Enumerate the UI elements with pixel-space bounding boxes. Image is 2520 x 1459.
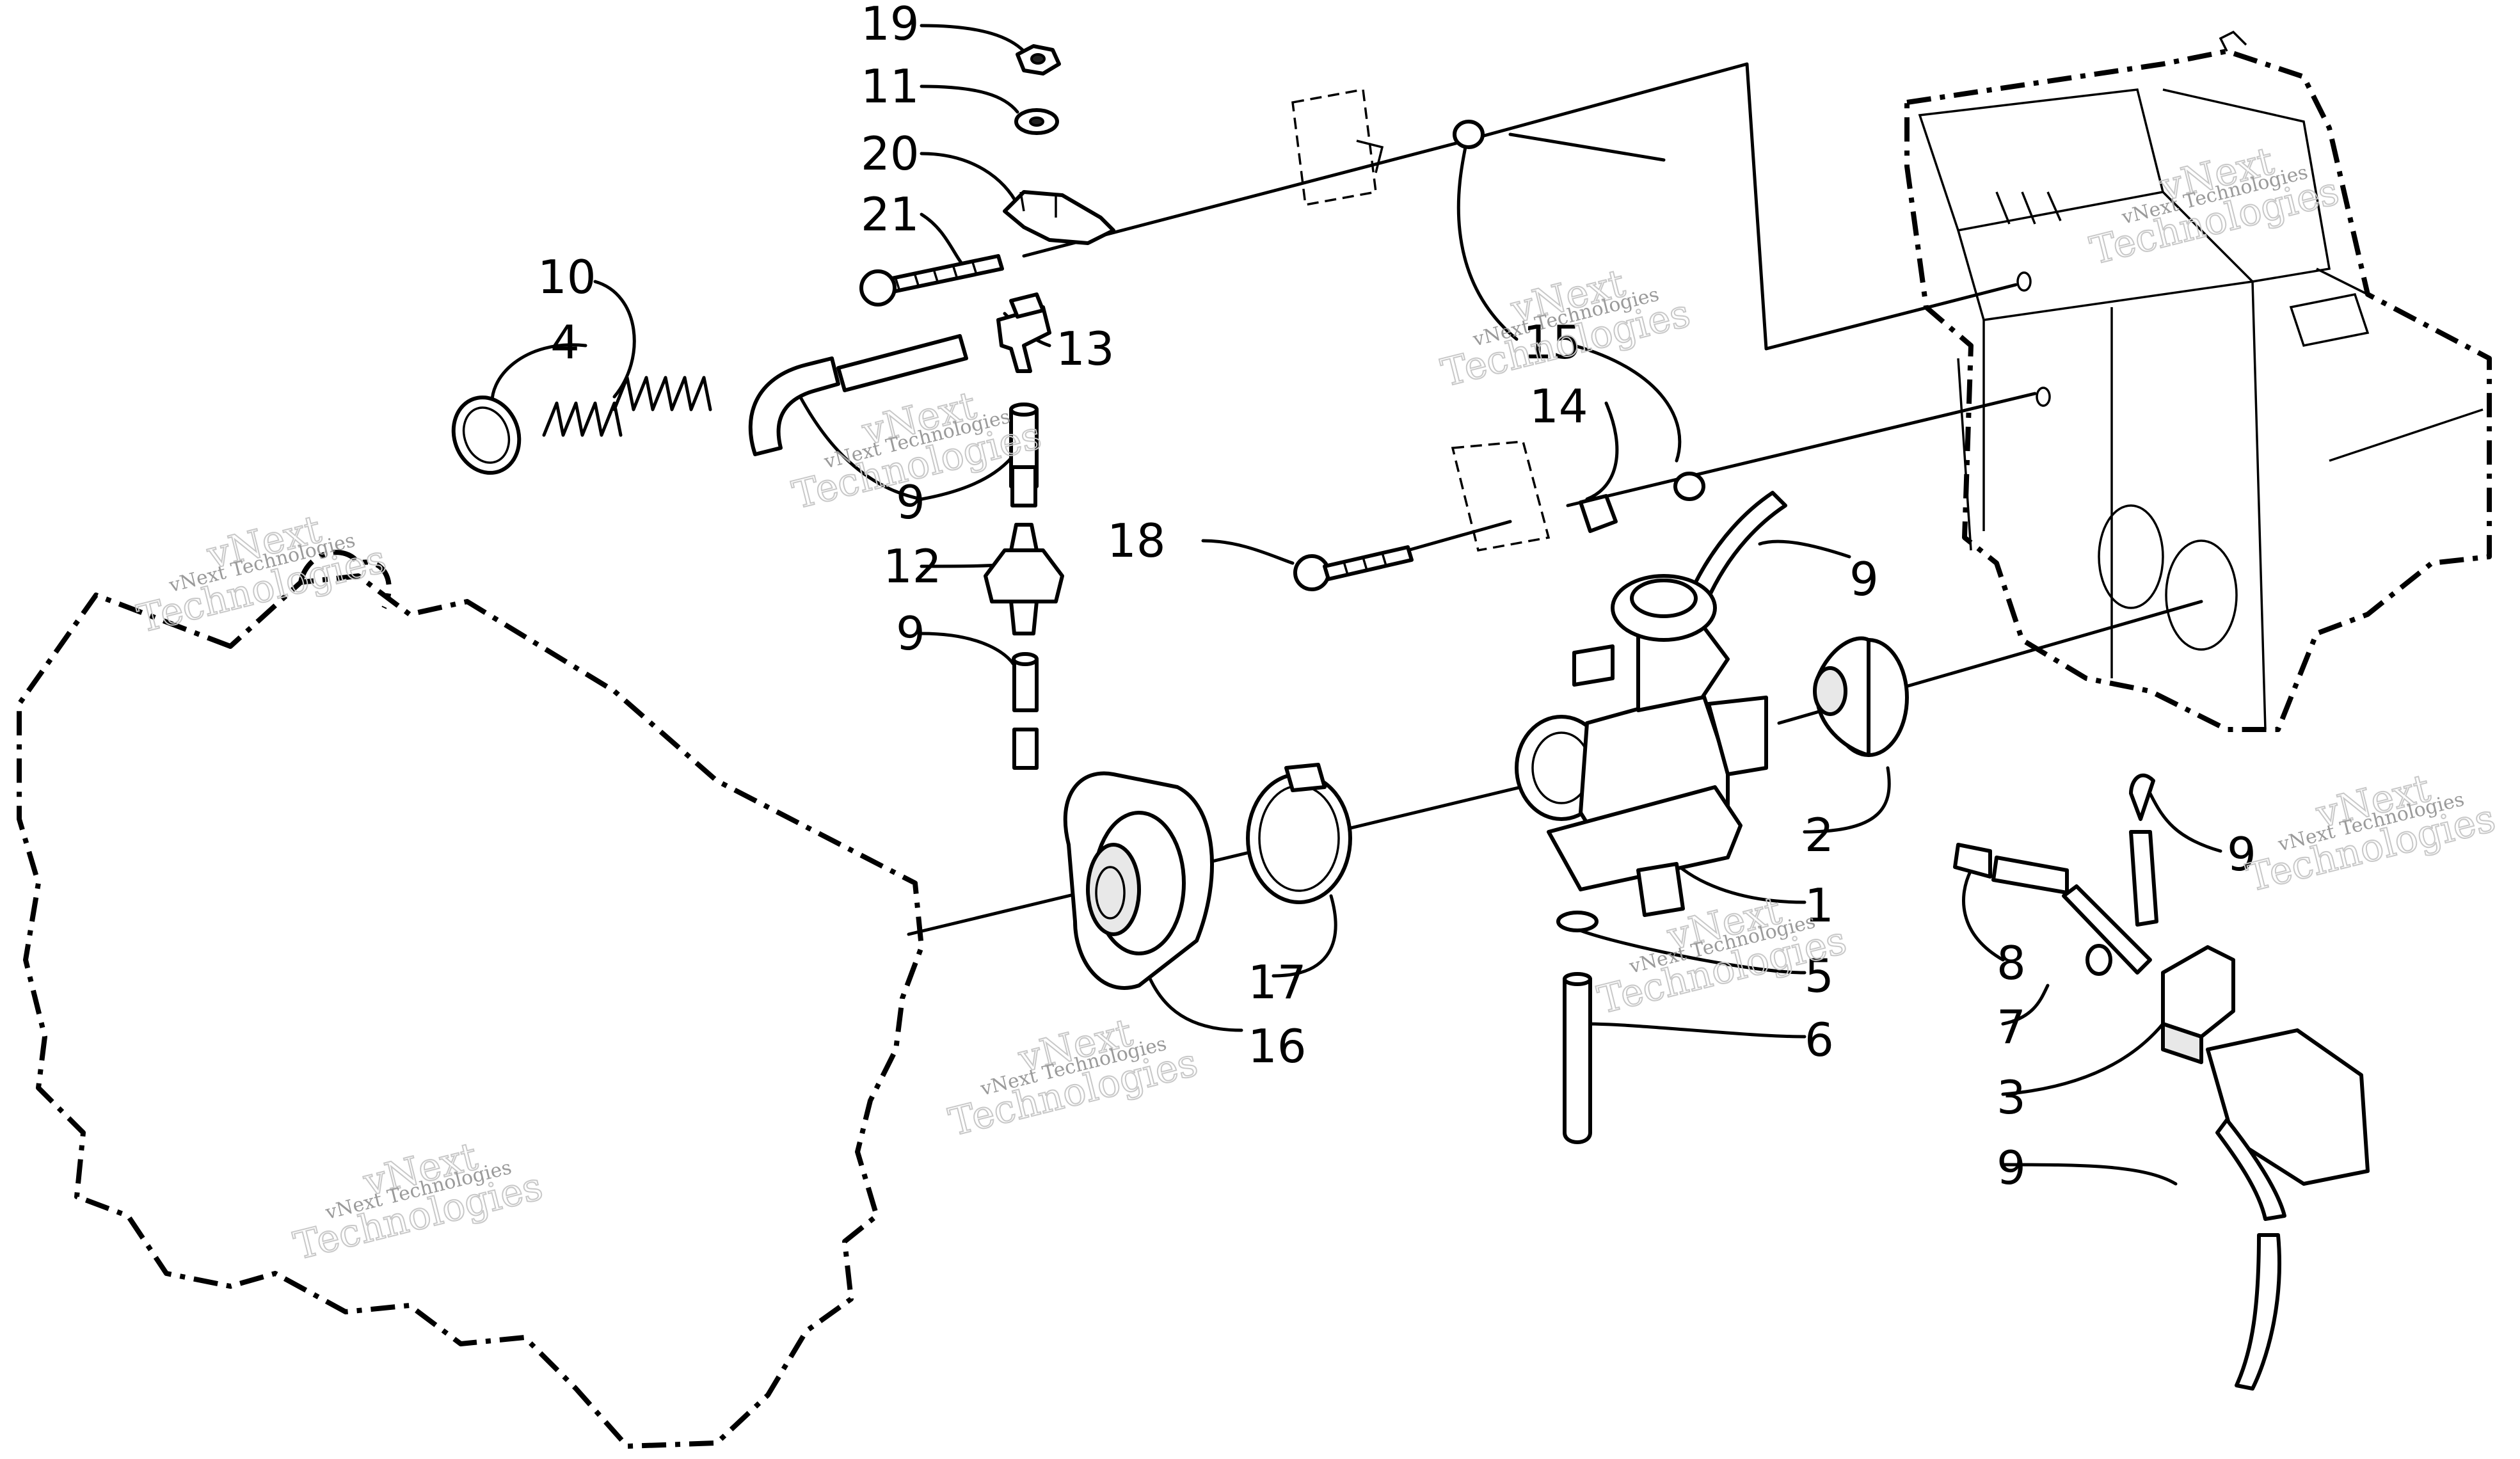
- callout-3: 3: [1997, 1071, 2026, 1124]
- callout-11: 11: [861, 60, 920, 113]
- callout-9a: 9: [896, 475, 925, 529]
- callout-6: 6: [1805, 1013, 1834, 1067]
- part-21-screw: [859, 254, 1004, 307]
- callout-19: 19: [861, 0, 920, 51]
- part-9-fuel-hose-upper: [748, 334, 1039, 507]
- callout-12: 12: [883, 539, 942, 593]
- callout-1: 1: [1805, 879, 1834, 932]
- callout-21: 21: [861, 187, 920, 241]
- part-11-washer: [1014, 108, 1059, 135]
- part-19-nut: [1016, 44, 1061, 76]
- callout-16: 16: [1248, 1019, 1307, 1073]
- callout-17: 17: [1248, 955, 1307, 1009]
- callout-8: 8: [1997, 936, 2026, 990]
- callout-10: 10: [538, 250, 596, 304]
- part-15-grommet: [1453, 120, 1705, 501]
- part-20-bracket: [1003, 190, 1115, 245]
- callout-numbers: 19 11 20 21 10 4 13 9 12 9 15 14 18 9 2 …: [538, 0, 2256, 1195]
- callout-5: 5: [1805, 949, 1834, 1003]
- part-6-jet-needle: [1563, 972, 1592, 1144]
- part-7-nut: [2085, 944, 2112, 976]
- callout-4: 4: [550, 315, 580, 369]
- part-16-intake-flange: [1063, 771, 1214, 990]
- part-9-pump-hoses: [2062, 773, 2286, 1391]
- part-2-air-boot: [1813, 636, 1909, 757]
- callout-20: 20: [861, 127, 920, 180]
- part-8-pulse-hose: [1953, 843, 2069, 895]
- callout-7: 7: [1997, 1000, 2026, 1054]
- part-4-clamp: [451, 395, 522, 475]
- callout-leaders: [490, 24, 2222, 1186]
- callout-15: 15: [1523, 315, 1582, 369]
- callout-9c: 9: [1849, 552, 1879, 606]
- part-10-spring: [542, 376, 712, 437]
- part-5-clip: [1556, 911, 1599, 932]
- cable-guide-lower: [1451, 440, 1551, 552]
- part-9-fuel-hose-lower: [1012, 652, 1039, 770]
- part-1-carburetor: [1515, 574, 1768, 917]
- callout-18: 18: [1107, 514, 1166, 568]
- part-14-spacer: [1579, 494, 1618, 533]
- part-3-fuel-pump: [2161, 945, 2370, 1186]
- part-17-hose-clamp: [1246, 763, 1352, 904]
- callout-9b: 9: [896, 607, 925, 660]
- part-12-fuel-filter: [984, 523, 1064, 635]
- air-silencer-box: [1904, 30, 2492, 732]
- engine-outline: [17, 550, 924, 1449]
- cable-guide-upper: [1291, 88, 1384, 207]
- callout-14: 14: [1529, 379, 1588, 433]
- part-13-tee-fitting: [996, 292, 1051, 373]
- watermarks: vNext vNext Technologies Technologies vN…: [132, 138, 2500, 1270]
- callout-9e: 9: [1997, 1141, 2026, 1195]
- callout-13: 13: [1056, 322, 1115, 376]
- part-18-screw: [1293, 545, 1414, 591]
- callout-9d: 9: [2227, 827, 2256, 881]
- callout-2: 2: [1805, 808, 1834, 862]
